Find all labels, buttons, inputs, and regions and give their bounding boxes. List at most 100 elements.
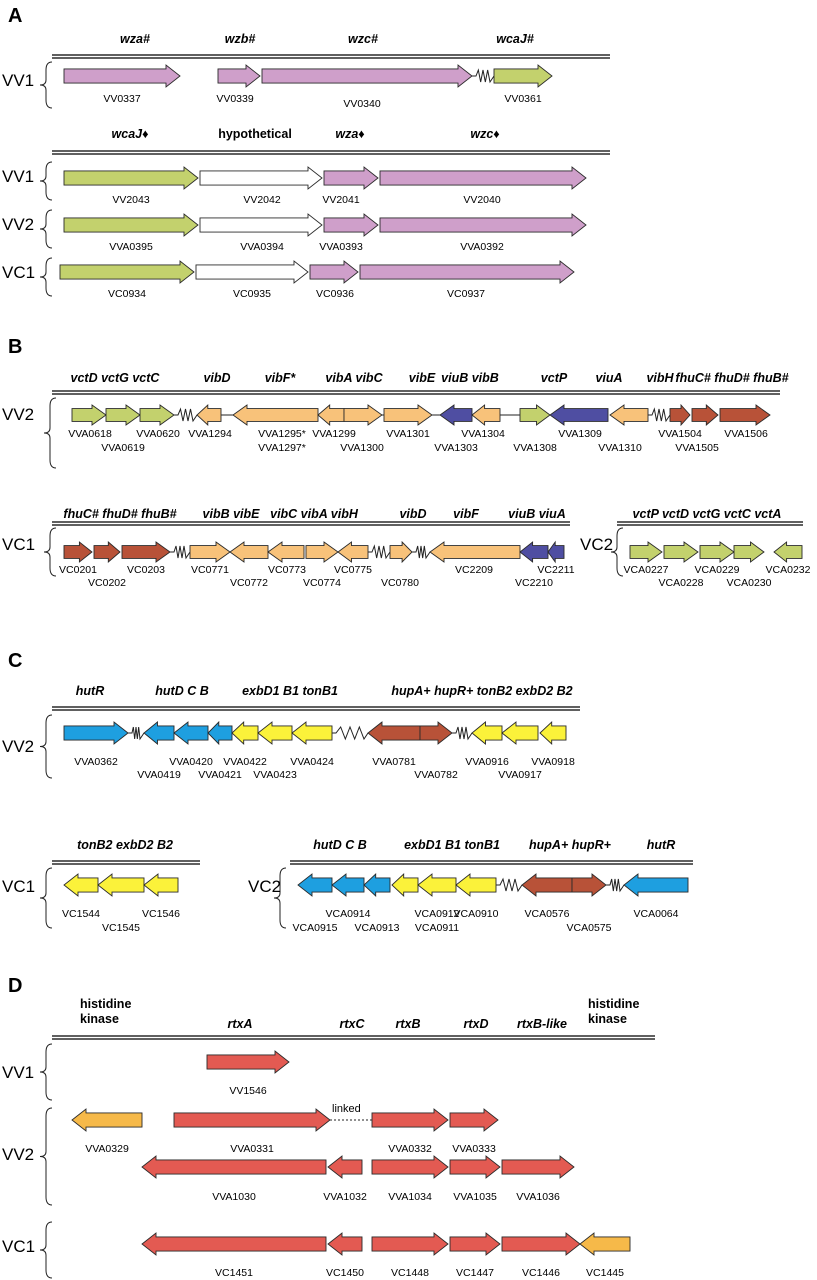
organism-brace (39, 867, 53, 929)
gene-name-label: vibB vibE (203, 507, 261, 521)
gene-arrow (323, 166, 379, 190)
locus-id: VC1445 (586, 1267, 624, 1279)
locus-id: VC1446 (522, 1267, 560, 1279)
gene-arrow (609, 404, 649, 426)
organism-brace (43, 397, 57, 469)
gene-arrow (63, 166, 199, 190)
gene-name-label: viuA (595, 371, 622, 385)
gene-arrow (699, 541, 735, 563)
locus-id: VC2209 (455, 564, 493, 576)
gene-arrow (121, 541, 171, 563)
locus-id: VCA0913 (355, 922, 400, 934)
locus-id: VVA0620 (136, 428, 180, 440)
locus-id: VVA0395 (109, 241, 153, 253)
gap-squiggle (648, 407, 671, 423)
gene-name-label: vibD (203, 371, 230, 385)
locus-id: VVA0917 (498, 769, 542, 781)
gene-arrow (71, 1108, 143, 1132)
locus-id: VCA0575 (567, 922, 612, 934)
gene-arrow (139, 404, 175, 426)
gene-arrow (371, 1232, 449, 1256)
gene-arrow (59, 260, 195, 284)
gene-arrow (501, 1232, 581, 1256)
gene-arrow (199, 213, 323, 237)
locus-id: VVA0781 (372, 756, 416, 768)
gene-arrow (691, 404, 719, 426)
gene-arrow (379, 213, 587, 237)
locus-id: VVA0394 (240, 241, 284, 253)
gene-arrow (173, 1108, 331, 1132)
gene-name-label: tonB2 exbD2 B2 (77, 838, 173, 852)
gene-name-label: rtxA (227, 1017, 252, 1031)
organism-brace (39, 1221, 53, 1279)
gene-arrow (63, 213, 199, 237)
gene-arrow (63, 541, 93, 563)
locus-id: VVA1034 (388, 1191, 432, 1203)
gap-squiggle (606, 878, 625, 893)
gene-name-label: wza♦ (335, 127, 364, 141)
locus-id: VCA0229 (695, 564, 740, 576)
locus-id: VV2041 (322, 194, 360, 206)
locus-id: VVA1505 (675, 442, 719, 454)
organism-brace (273, 867, 287, 929)
gene-arrow (521, 873, 573, 897)
locus-id: VC1545 (102, 922, 140, 934)
gene-name-label: kinase (80, 1012, 119, 1026)
gene-arrow (571, 873, 607, 897)
gene-arrow (196, 403, 222, 427)
gene-arrow (199, 166, 323, 190)
gene-name-label: histidine (588, 997, 639, 1011)
gene-arrow (331, 873, 365, 897)
locus-id: VVA1032 (323, 1191, 367, 1203)
gene-arrow (449, 1232, 501, 1256)
locus-id: VC0771 (191, 564, 229, 576)
locus-id: VVA0392 (460, 241, 504, 253)
gene-name-label: hutD C B (155, 684, 208, 698)
gene-arrow (391, 872, 419, 898)
gene-arrow (63, 873, 99, 897)
locus-id: VVA1300 (340, 442, 384, 454)
locus-id: VC0935 (233, 288, 271, 300)
gene-arrow (429, 541, 521, 563)
panel-label-C: C (8, 650, 22, 672)
gene-name-label: hupA+ hupR+ tonB2 exbD2 B2 (391, 684, 572, 698)
gene-name-label: vibD (399, 507, 426, 521)
gap-squiggle (174, 407, 198, 423)
locus-id: VC1546 (142, 908, 180, 920)
gap-squiggle (128, 726, 145, 741)
gene-name-label: rtxB-like (517, 1017, 567, 1031)
gene-arrow (549, 404, 609, 426)
locus-id: VV2042 (243, 194, 281, 206)
gene-arrow (317, 404, 345, 426)
gene-arrow (267, 541, 305, 563)
locus-id: VVA0421 (198, 769, 242, 781)
locus-id: VVA1506 (724, 428, 768, 440)
gene-arrow (371, 1108, 449, 1132)
gene-name-label: hutD C B (313, 838, 366, 852)
gene-arrow (383, 404, 433, 426)
locus-id: VVA1304 (461, 428, 505, 440)
organism-brace (39, 209, 53, 249)
locus-id: VCA0912 (415, 908, 460, 920)
gene-arrow (63, 64, 181, 88)
locus-id: VVA1303 (434, 442, 478, 454)
gene-arrow (733, 541, 765, 563)
locus-id: VVA0619 (101, 442, 145, 454)
panel-label-B: B (8, 336, 22, 358)
gene-arrow (261, 64, 473, 88)
gene-arrow (93, 541, 121, 563)
gene-arrow (297, 873, 333, 897)
locus-id: VV2040 (463, 194, 501, 206)
organism-label: VV2 (2, 737, 34, 756)
locus-id: VVA1295* (258, 428, 306, 440)
gene-arrow (143, 873, 179, 897)
locus-id: VVA0423 (253, 769, 297, 781)
panel-label-A: A (8, 5, 22, 27)
locus-id: VC0201 (59, 564, 97, 576)
gene-name-label: vibF* (265, 371, 297, 385)
organism-label: VC2 (580, 535, 613, 554)
gene-name-label: vibE (409, 371, 436, 385)
gene-name-label: fhuC# fhuD# fhuB# (675, 371, 788, 385)
locus-id: VCA0915 (293, 922, 338, 934)
